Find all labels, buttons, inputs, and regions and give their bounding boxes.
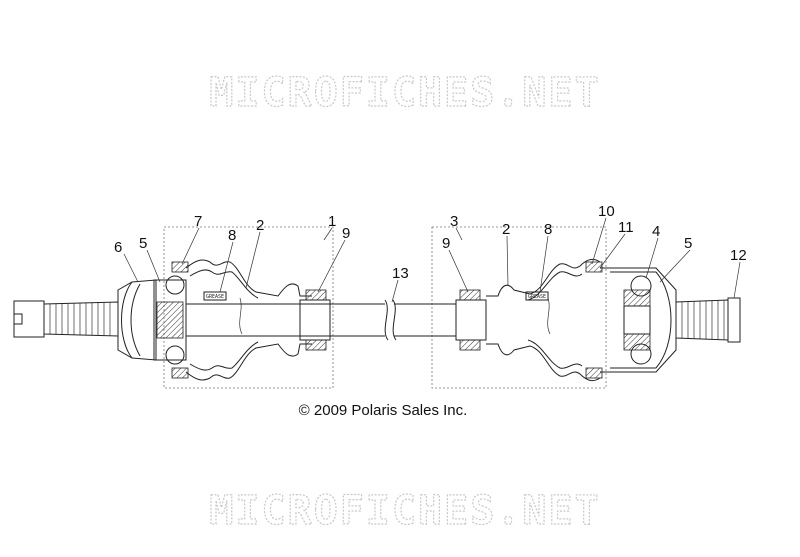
right-boot-clamp-outer (585, 261, 603, 379)
right-cv-housing (600, 267, 677, 373)
frame-right-assembly (431, 226, 607, 389)
callout-9-right: 9 (442, 235, 450, 252)
left-inner-clamp (299, 289, 331, 351)
left-outer-cv-housing (117, 279, 157, 361)
callout-10: 10 (598, 203, 615, 220)
frame-left-assembly (163, 226, 334, 389)
callout-5-left: 5 (139, 235, 147, 252)
callout-2-left: 2 (256, 217, 264, 234)
callout-13: 13 (392, 265, 409, 282)
callout-6: 6 (114, 239, 122, 256)
callout-1: 1 (328, 213, 336, 230)
callout-7: 7 (194, 213, 202, 230)
callout-5-right: 5 (684, 235, 692, 252)
copyright-text: © 2009 Polaris Sales Inc. (299, 402, 468, 419)
left-cv-bearing-cage (153, 275, 187, 365)
svg-text:GREASE: GREASE (528, 294, 546, 300)
half-shaft (186, 299, 456, 341)
callout-9-left: 9 (342, 225, 350, 242)
watermark-bottom: MICROFICHES.NET (209, 488, 600, 534)
right-stub-shaft (675, 297, 741, 343)
callout-12: 12 (730, 247, 747, 264)
right-inner-clamp (455, 289, 487, 351)
callout-8-right: 8 (544, 221, 552, 238)
left-stub-shaft (13, 300, 119, 338)
callout-3: 3 (450, 213, 458, 230)
callout-4: 4 (652, 223, 660, 240)
left-boot: GREASE (185, 259, 312, 381)
callout-8-left: 8 (228, 227, 236, 244)
watermark-top: MICROFICHES.NET (209, 70, 600, 116)
callout-2-right: 2 (502, 221, 510, 238)
right-boot: GREASE (486, 258, 601, 382)
callout-11: 11 (618, 219, 634, 236)
svg-text:GREASE: GREASE (206, 294, 224, 300)
leader-lines (123, 217, 741, 303)
